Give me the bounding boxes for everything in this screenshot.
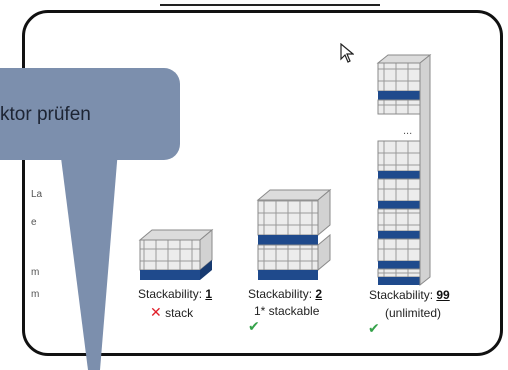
stackability-note-2: 1* stackable [254, 304, 319, 318]
stackability-label: Stackability: [369, 288, 434, 302]
stackability-note: stack [165, 306, 194, 320]
pallet-stack-1 [138, 228, 214, 280]
stackability-value: 99 [436, 288, 450, 302]
stackability-value: 2 [315, 287, 323, 301]
doc-fragment: La [31, 189, 43, 200]
stackability-note: (unlimited) [385, 306, 442, 320]
stackability-label: Stackability: [248, 287, 313, 301]
top-divider-line [160, 4, 380, 6]
stackability-caption-3: Stackability: 99 [369, 288, 450, 302]
pallet-stack-3 [376, 53, 432, 287]
check-icon: ✔ [248, 318, 260, 334]
stackability-caption-2: Stackability: 2 [248, 287, 322, 301]
doc-fragment: m [31, 267, 40, 278]
callout-tail [60, 150, 118, 370]
stacked-boxes-graphic [138, 53, 432, 287]
stackability-note-3: (unlimited) [385, 306, 441, 320]
stackability-note-1: ✕ stack [150, 304, 193, 321]
check-icon: ✔ [368, 320, 380, 336]
doc-fragment: m [31, 289, 40, 300]
callout-bubble [0, 68, 180, 160]
ellipsis-text: ... [403, 125, 413, 137]
stackability-value: 1 [205, 287, 213, 301]
mouse-pointer-icon [340, 42, 355, 68]
pallet-stack-2 [256, 188, 332, 280]
x-mark-icon: ✕ [150, 304, 162, 320]
doc-fragment: e [31, 217, 37, 228]
stackability-label: Stackability: [138, 287, 203, 301]
stackability-note: 1* stackable [254, 304, 320, 318]
stackability-illustration: ... [120, 45, 460, 335]
callout-text: ktor prüfen [0, 104, 91, 125]
stackability-caption-1: Stackability: 1 [138, 287, 212, 301]
